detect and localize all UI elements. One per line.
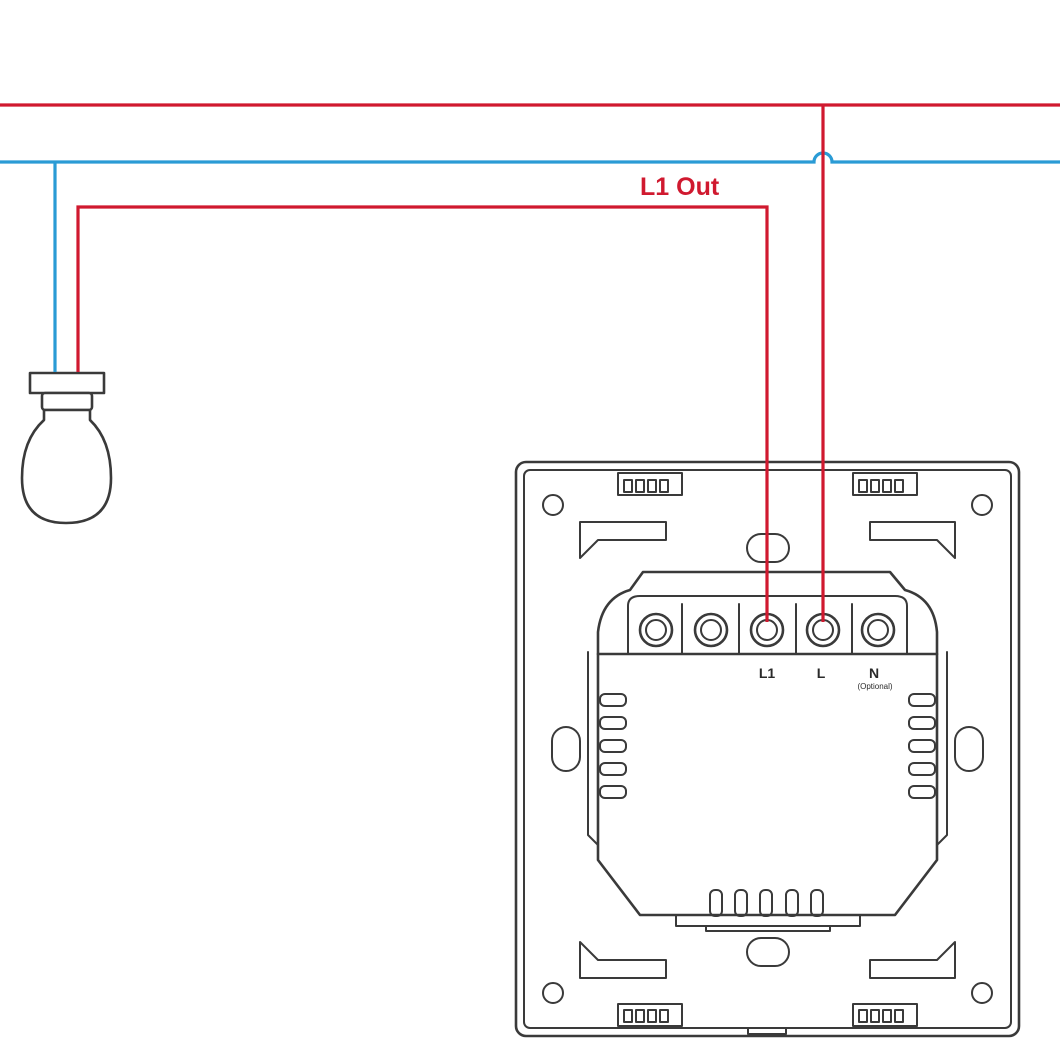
slot-top-left: [579, 521, 667, 559]
screw-hole-bottom-right: [971, 982, 993, 1004]
terminal-label-l1: L1: [759, 665, 776, 681]
l1-out-wire: [76, 205, 769, 622]
clip-top-right: [852, 472, 918, 496]
oval-hole-left: [551, 726, 581, 772]
screw-hole-top-right: [971, 494, 993, 516]
terminal-label-l: L: [817, 665, 826, 681]
screw-hole-top-left: [542, 494, 564, 516]
live-wire: [0, 103, 1060, 622]
clip-bottom-left: [617, 1003, 683, 1027]
terminal-n: [860, 612, 896, 648]
oval-hole-right: [954, 726, 984, 772]
terminal-2: [693, 612, 729, 648]
terminal-note-n: (Optional): [857, 682, 892, 691]
light-bulb-icon: [20, 371, 113, 525]
terminal-label-n: N: [869, 665, 879, 681]
slot-top-right: [869, 521, 956, 559]
clip-top-left: [617, 472, 683, 496]
neutral-wire: [0, 151, 1060, 372]
terminal-1: [638, 612, 674, 648]
screw-hole-bottom-left: [542, 982, 564, 1004]
oval-hole-bottom: [746, 937, 790, 967]
clip-bottom-right: [852, 1003, 918, 1027]
l1-out-label: L1 Out: [640, 173, 720, 201]
slot-bottom-left: [579, 941, 667, 979]
slot-bottom-right: [869, 941, 956, 979]
